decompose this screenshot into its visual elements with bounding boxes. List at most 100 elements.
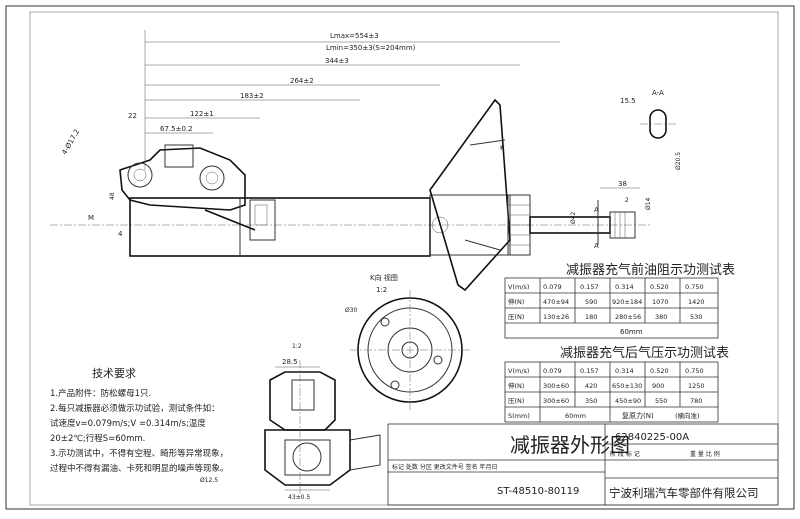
revision-header: 标记 处数 分区 更改文件号 签名 年月日	[392, 463, 498, 471]
t2-r1-c3: 900	[652, 382, 664, 390]
k-view-bolt-3	[390, 380, 400, 390]
bracket-arm	[204, 209, 256, 231]
knuckle-upper-body	[269, 371, 336, 431]
t2-r0-c0: 0.079	[543, 367, 562, 375]
dim-phi14: Ø14	[645, 197, 652, 210]
dim-43: 43±0.5	[288, 494, 310, 501]
knuckle-bore	[292, 442, 322, 472]
dim-38: 38	[618, 180, 627, 188]
dim-phi17-2: 4-Ø17.2	[60, 128, 81, 156]
knuckle-clamp	[264, 429, 351, 486]
t2-footer-1: 60mm	[565, 412, 586, 420]
clip-slot	[254, 204, 268, 226]
t2-r1-c4: 1250	[688, 382, 705, 390]
t2-r2-c2: 450±90	[615, 397, 641, 405]
k-view-bolt-2	[433, 355, 443, 365]
stage-label: 阶 段 标 记	[610, 450, 640, 458]
drawing-code: 62840225-00A	[615, 432, 689, 443]
note-line-6: 过程中不得有漏油、卡死和明显的噪声等现象。	[50, 463, 229, 474]
dim-1-2: 1:2	[292, 343, 302, 350]
mounting-bracket	[119, 147, 246, 211]
t1-r1-c0: 470±94	[543, 298, 569, 306]
t1-r2-c3: 380	[655, 313, 667, 321]
note-line-4: 20±2℃;行程S=60mm.	[50, 433, 145, 444]
t2-r1-c0: 300±60	[543, 382, 569, 390]
t1-r2-c4: 530	[690, 313, 702, 321]
t2-r2-c3: 550	[655, 397, 667, 405]
spring-seat-plate	[429, 98, 511, 292]
dim-phi12-5: Ø12.5	[200, 477, 218, 484]
dim-2: 2	[625, 197, 629, 204]
note-line-1: 1.产品附件：防松螺母1只.	[50, 388, 151, 399]
table2-title: 减振器充气后气压示功测试表	[560, 345, 729, 361]
seat-rib-2	[464, 239, 501, 251]
bracket-top-tab	[164, 144, 194, 168]
section-a-a: A-A 15.5 Ø20.5	[620, 89, 682, 170]
t1-r0-label: V(m/s)	[508, 283, 529, 291]
t2-r2-c0: 300±60	[543, 397, 569, 405]
k-view-scale: 1:2	[376, 286, 387, 294]
seat-rib-1	[469, 139, 506, 146]
knuckle-slot	[291, 379, 315, 411]
t1-r2-c0: 130±26	[543, 313, 569, 321]
t2-r0-c2: 0.314	[615, 367, 634, 375]
t2-footer-0: S(mm)	[508, 412, 530, 420]
dim-4: 4	[118, 230, 123, 238]
t1-r1-label: 伸(N)	[508, 297, 524, 306]
t1-r2-c2: 280±56	[615, 313, 641, 321]
t2-footer-3: (横向准)	[675, 411, 700, 420]
dim-15-5: 15.5	[620, 97, 636, 105]
dimension-lines: Lmax=554±3 Lmin=350±3(S=204mm) 344±3 264…	[60, 30, 652, 238]
t1-r0-c4: 0.750	[685, 283, 704, 291]
dim-28-5: 28.5	[282, 358, 298, 366]
dim-lmin: Lmin=350±3(S=204mm)	[326, 44, 416, 52]
t1-r1-c1: 590	[585, 298, 597, 306]
t1-r2-c1: 180	[585, 313, 597, 321]
dim-m: M	[88, 214, 94, 222]
t1-r0-c1: 0.157	[580, 283, 599, 291]
dim-48: 48	[109, 192, 116, 200]
t2-r2-c4: 780	[690, 397, 702, 405]
weight-scale-label: 重 量 比 例	[690, 450, 720, 458]
notes-heading: 技术要求	[92, 367, 136, 380]
t2-r1-c1: 420	[585, 382, 597, 390]
t2-r0-c4: 0.750	[685, 367, 704, 375]
note-line-3: 试速度v=0.079m/s;V =0.314m/s;温度	[50, 418, 206, 429]
rod-end-thread	[609, 211, 636, 239]
t1-footer: 60mm	[620, 328, 643, 336]
t2-r2-c1: 350	[585, 397, 597, 405]
bracket-hole-left-inner	[133, 168, 147, 182]
bracket-hole-right	[199, 165, 225, 191]
title-block-border	[387, 423, 779, 506]
knuckle-bottom-view: 1:2 28.5 Ø12.5 43±0.5	[200, 343, 381, 501]
t2-r0-c3: 0.520	[650, 367, 669, 375]
bracket-hole-right-inner	[205, 171, 219, 185]
t1-r0-c0: 0.079	[543, 283, 562, 291]
tube-vent	[431, 216, 449, 234]
dim-k: K	[500, 144, 505, 152]
t2-r2-label: 压(N)	[508, 397, 524, 405]
t1-r1-c2: 920±184	[612, 298, 642, 306]
dim-183: 183±2	[240, 92, 264, 100]
knuckle-bore-box	[284, 439, 331, 476]
dim-264: 264±2	[290, 77, 314, 85]
t1-r0-c2: 0.314	[615, 283, 634, 291]
t2-r1-label: 伸(N)	[508, 381, 524, 390]
company-name: 宁波利瑞汽车零部件有限公司	[609, 486, 759, 500]
dim-phi30: Ø30	[345, 307, 358, 314]
t1-r0-c3: 0.520	[650, 283, 669, 291]
product-name: 减振器外形图	[510, 433, 630, 457]
dim-phi42: Ø42	[570, 211, 577, 224]
note-line-2: 2.每只减振器必须做示功试验，测试条件如：	[50, 403, 220, 414]
test-table-after: 减振器充气后气压示功测试表 V(m/s) 0.079 0.157 0.314 0…	[504, 345, 729, 423]
technical-notes: 技术要求 1.产品附件：防松螺母1只. 2.每只减振器必须做示功试验，测试条件如…	[50, 367, 229, 474]
t1-r1-c3: 1070	[652, 298, 669, 306]
t2-r0-label: V(m/s)	[508, 367, 529, 375]
k-view-label: K向 视图	[370, 273, 398, 282]
t1-r2-label: 压(N)	[508, 313, 524, 321]
t2-r1-c2: 650±130	[612, 382, 642, 390]
bracket-hole-left	[127, 162, 153, 188]
t2-footer-2: 复原力(N)	[622, 411, 654, 420]
